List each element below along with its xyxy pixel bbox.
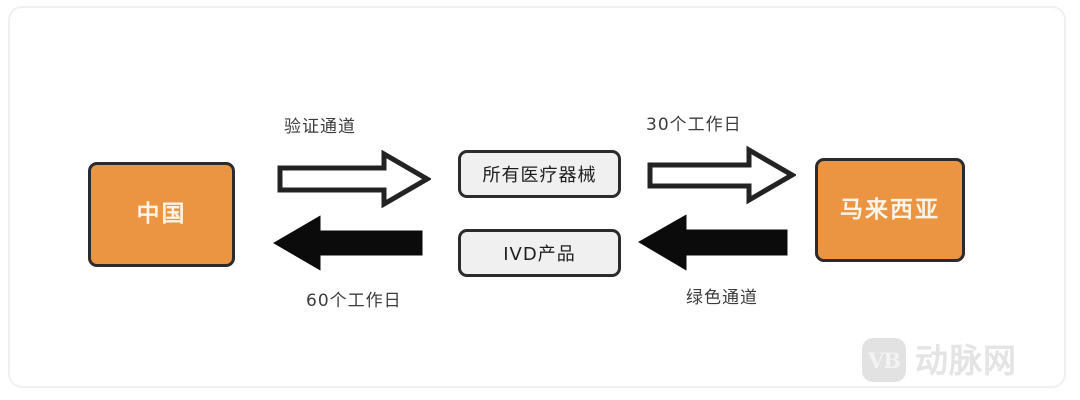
arrow-left-solid-icon — [272, 214, 424, 272]
caption-left-top: 验证通道 — [284, 117, 356, 137]
node-category-ivd-products: IVD产品 — [458, 229, 621, 277]
node-origin-country: 中国 — [88, 162, 235, 267]
watermark: VB 动脉网 — [862, 338, 1017, 382]
watermark-badge-label: VB — [867, 347, 901, 373]
watermark-logo-icon: VB — [862, 338, 906, 382]
node-category-ivd-products-label: IVD产品 — [503, 244, 576, 265]
arrow-left-solid-icon — [637, 212, 789, 272]
node-category-all-medical-devices: 所有医疗器械 — [458, 150, 621, 198]
caption-left-bottom: 60个工作日 — [306, 291, 402, 311]
arrow-right-outline-icon — [646, 145, 796, 205]
node-origin-country-label: 中国 — [136, 201, 187, 227]
node-destination-country-label: 马来西亚 — [840, 196, 940, 223]
node-category-all-medical-devices-label: 所有医疗器械 — [482, 165, 597, 186]
node-destination-country: 马来西亚 — [815, 158, 965, 262]
caption-right-bottom: 绿色通道 — [686, 288, 758, 308]
arrow-right-outline-icon — [276, 150, 431, 208]
watermark-brand-label: 动脉网 — [915, 340, 1017, 380]
caption-right-top: 30个工作日 — [646, 115, 742, 135]
